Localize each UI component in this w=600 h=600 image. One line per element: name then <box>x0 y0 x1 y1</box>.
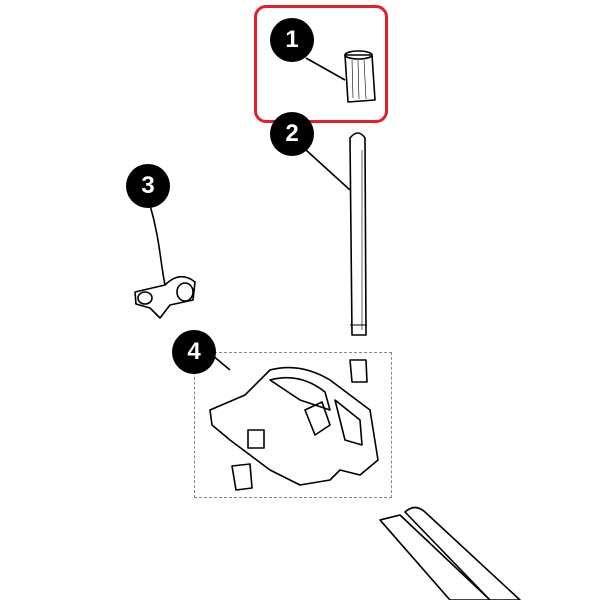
part-3-clip <box>134 275 196 319</box>
leader-line-1 <box>305 57 346 81</box>
part-4-group-outline <box>194 352 392 498</box>
part-number-badge-2[interactable]: 2 <box>270 112 314 156</box>
part-number-badge-1[interactable]: 1 <box>270 18 314 62</box>
leader-line-3 <box>149 204 166 286</box>
highlight-box-part-1 <box>254 5 388 123</box>
part-number-badge-4[interactable]: 4 <box>172 330 216 374</box>
part-number-badge-3[interactable]: 3 <box>126 164 170 208</box>
part-2-bar <box>349 132 367 336</box>
rail-parts <box>379 506 521 600</box>
leader-line-2 <box>305 149 351 191</box>
part-1-sleeve <box>344 50 376 103</box>
part-4-holder <box>209 359 379 491</box>
